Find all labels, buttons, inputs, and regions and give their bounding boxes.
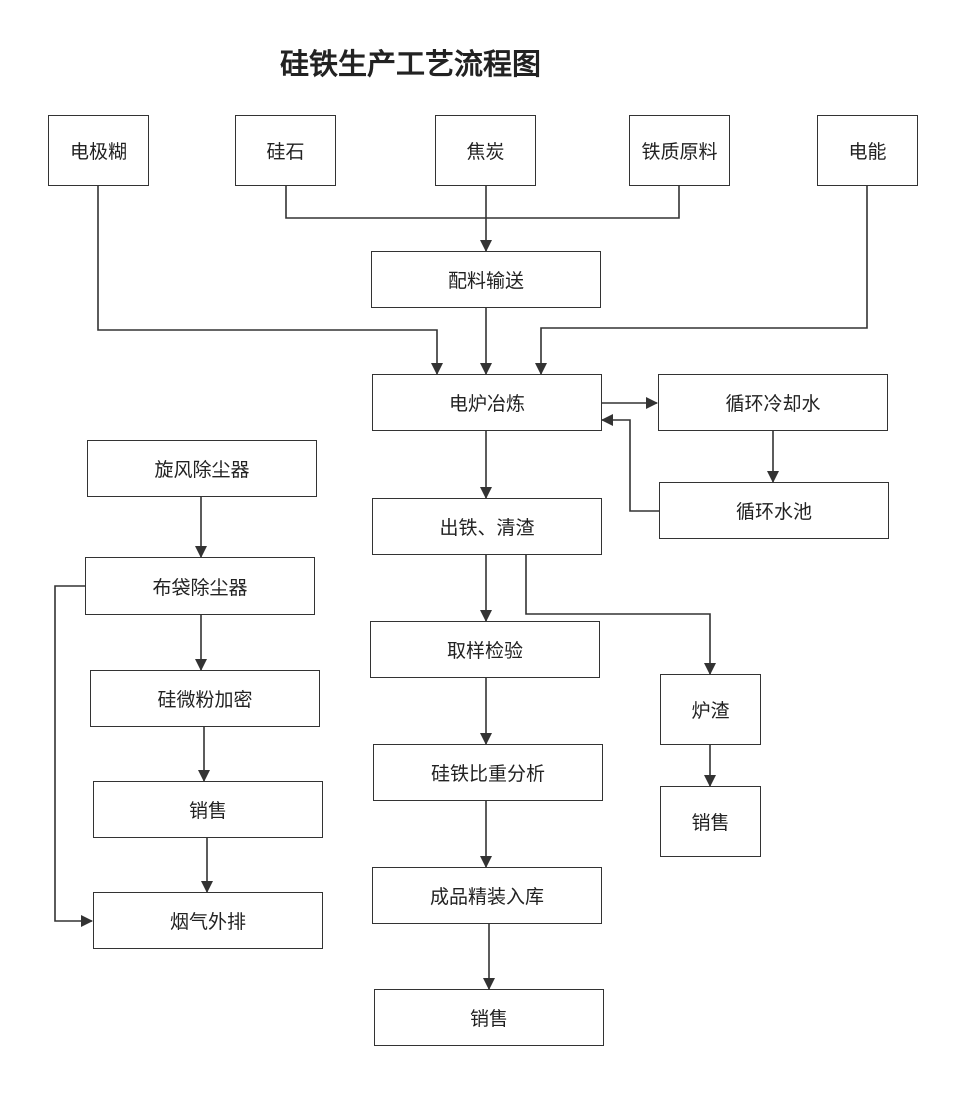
node-tapping: 出铁、清渣 (372, 498, 602, 555)
node-bag-filter: 布袋除尘器 (85, 557, 315, 615)
node-cooling-water: 循环冷却水 (658, 374, 888, 431)
node-water-pool: 循环水池 (659, 482, 889, 539)
node-sale-center: 销售 (374, 989, 604, 1046)
node-electricity: 电能 (817, 115, 918, 186)
node-packing: 成品精装入库 (372, 867, 602, 924)
node-slag: 炉渣 (660, 674, 761, 745)
diagram-title: 硅铁生产工艺流程图 (280, 47, 542, 81)
node-sale-slag: 销售 (660, 786, 761, 857)
arrow-tapping-to-slag (525, 555, 716, 675)
arrow-bag-to-fluegas (54, 585, 93, 927)
node-micro-silica: 硅微粉加密 (90, 670, 320, 727)
node-flue-gas: 烟气外排 (93, 892, 323, 949)
arrow-electricity-to-smelting (535, 186, 868, 375)
node-sale-left: 销售 (93, 781, 323, 838)
node-iron-material: 铁质原料 (629, 115, 730, 186)
connector-silica-merge (285, 186, 680, 219)
node-electrode-paste: 电极糊 (48, 115, 149, 186)
node-silica: 硅石 (235, 115, 336, 186)
node-gravity-analysis: 硅铁比重分析 (373, 744, 603, 801)
node-sampling: 取样检验 (370, 621, 600, 678)
node-coke: 焦炭 (435, 115, 536, 186)
node-batching: 配料输送 (371, 251, 601, 308)
arrow-pool-to-smelting (601, 414, 659, 512)
arrow-electrode-to-smelting (97, 186, 443, 375)
node-smelting: 电炉冶炼 (372, 374, 602, 431)
node-cyclone: 旋风除尘器 (87, 440, 317, 497)
